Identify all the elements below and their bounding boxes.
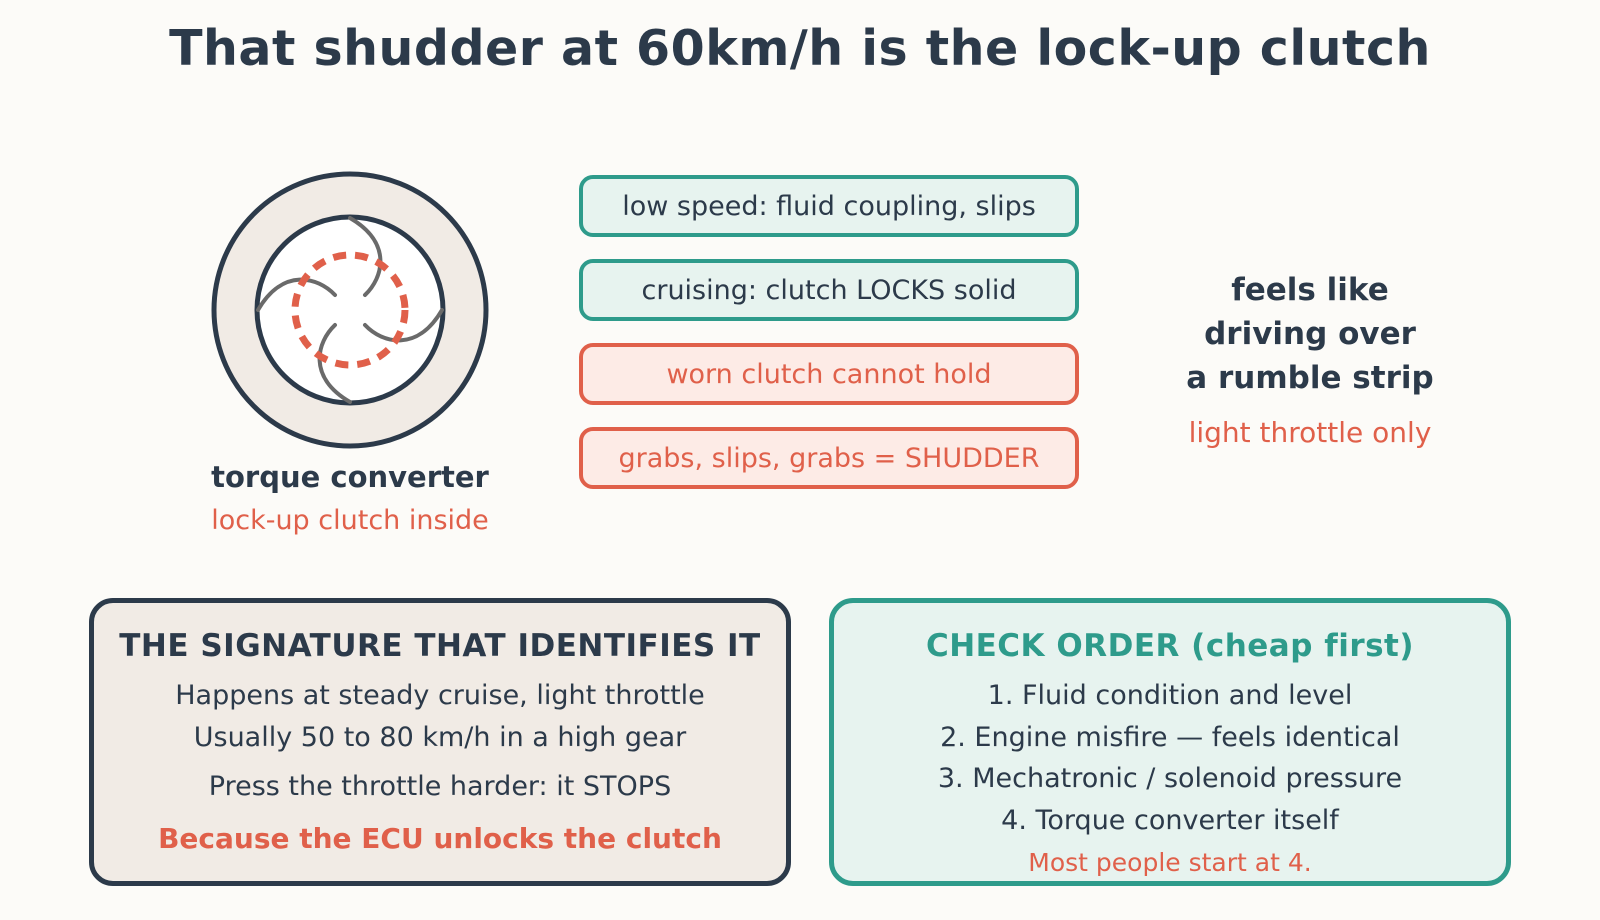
check-item: 1. Fluid condition and level: [987, 680, 1353, 711]
check-order-panel: CHECK ORDER (cheap first) 1. Fluid condi…: [829, 598, 1511, 886]
signature-line: Press the throttle harder: it STOPS: [208, 771, 672, 802]
check-item: 2. Engine misfire — feels identical: [940, 722, 1400, 753]
state-worn-clutch: worn clutch cannot hold: [579, 343, 1079, 405]
check-item: 3. Mechatronic / solenoid pressure: [937, 763, 1403, 794]
feels-line: feels like: [1231, 272, 1389, 308]
feels-like-text: feels like driving over a rumble strip: [1150, 268, 1470, 400]
converter-label: torque converter: [211, 460, 489, 494]
page-title: That shudder at 60km/h is the lock-up cl…: [169, 20, 1431, 77]
feels-line: a rumble strip: [1186, 360, 1434, 396]
signature-panel: THE SIGNATURE THAT IDENTIFIES IT Happens…: [89, 598, 791, 886]
check-order-heading: CHECK ORDER (cheap first): [925, 628, 1415, 664]
state-shudder: grabs, slips, grabs = SHUDDER: [579, 427, 1079, 489]
feels-line: driving over: [1204, 316, 1416, 352]
throttle-note: light throttle only: [1188, 416, 1432, 449]
check-item: 4. Torque converter itself: [1001, 805, 1339, 836]
state-low-speed: low speed: fluid coupling, slips: [579, 175, 1079, 237]
check-order-note: Most people start at 4.: [1028, 848, 1312, 877]
signature-heading: THE SIGNATURE THAT IDENTIFIES IT: [119, 628, 761, 664]
state-cruising: cruising: clutch LOCKS solid: [579, 259, 1079, 321]
signature-line: Happens at steady cruise, light throttle: [175, 680, 705, 711]
signature-conclusion: Because the ECU unlocks the clutch: [158, 822, 722, 855]
signature-line: Usually 50 to 80 km/h in a high gear: [193, 722, 687, 753]
torque-converter-icon: [211, 171, 489, 449]
converter-sublabel: lock-up clutch inside: [211, 505, 489, 536]
